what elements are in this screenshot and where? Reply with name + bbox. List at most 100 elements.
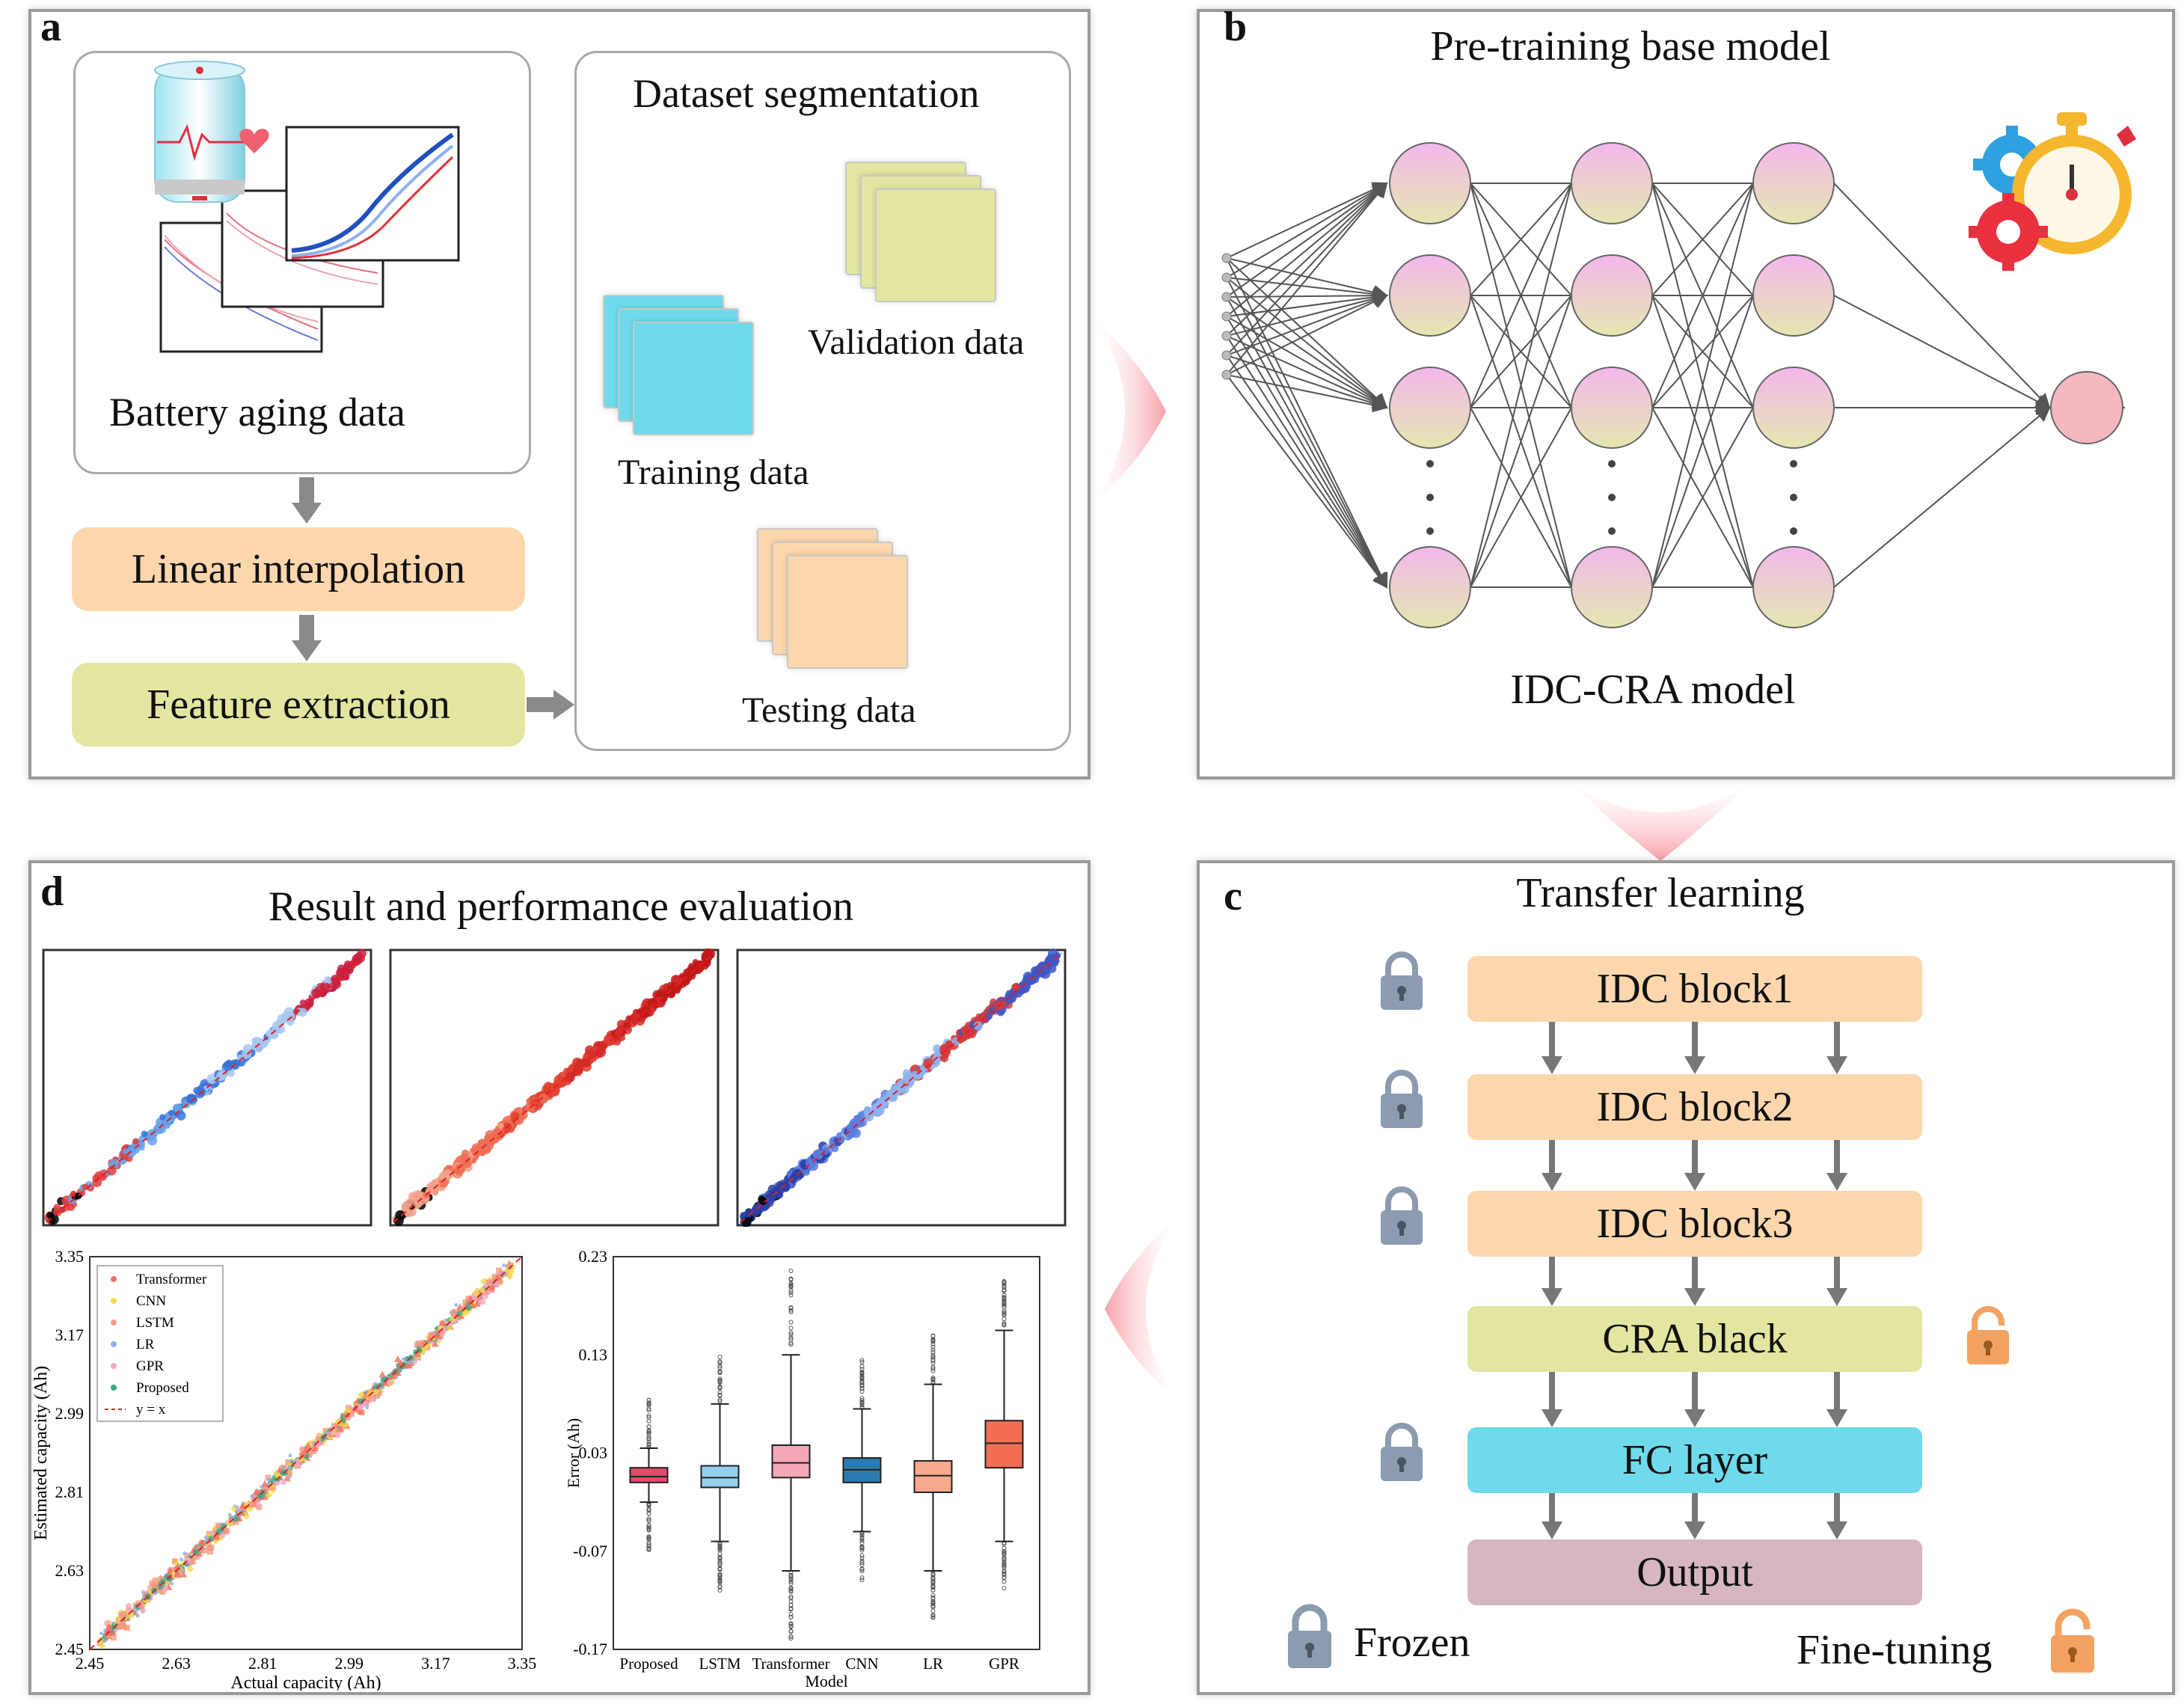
scatter-point-proposed — [358, 1398, 364, 1405]
nn-ellipsis-dot — [1426, 527, 1434, 535]
boxplot-outlier — [788, 1634, 794, 1639]
mini-scatter-point — [461, 1149, 469, 1157]
scatter-point-transformer — [239, 1503, 247, 1510]
scatter-point-gpr — [162, 1586, 168, 1593]
boxplot-outlier — [646, 1511, 651, 1516]
mini-scatter-point — [759, 1197, 767, 1205]
scatter-point-cnn — [472, 1290, 480, 1298]
scatter-point-transformer — [304, 1441, 312, 1449]
boxplot-outlier — [859, 1367, 865, 1372]
transfer-arrow-shaft — [1834, 1140, 1840, 1174]
timer-gear-icon — [1969, 112, 2136, 271]
boxplot-outlier — [930, 1355, 936, 1360]
mini-scatter-point — [438, 1171, 449, 1181]
boxplot-outlier — [788, 1268, 794, 1273]
boxplot-outlier — [859, 1403, 865, 1408]
boxplot-outlier — [1001, 1572, 1007, 1577]
mini-scatter-point — [242, 1049, 252, 1059]
boxplot-outlier — [1001, 1280, 1007, 1285]
mini-scatter-point — [206, 1073, 218, 1085]
nn-output-node — [2050, 371, 2123, 444]
boxplot-outlier — [788, 1288, 794, 1293]
mini-scatter-point — [933, 1051, 941, 1058]
mini-scatter-point — [107, 1165, 117, 1176]
mini-scatter-point — [973, 1021, 983, 1031]
nn-hidden-node — [1752, 142, 1835, 224]
boxplot-outlier — [788, 1342, 794, 1347]
boxplot-outlier — [859, 1364, 865, 1369]
idc-block1: IDC block1 — [1467, 956, 1922, 1022]
mini-scatter-point — [1031, 970, 1038, 977]
scatter-point-transformer — [311, 1444, 319, 1452]
boxplot-outlier — [859, 1538, 865, 1543]
scatter-point-lr — [288, 1453, 292, 1458]
panel-a-label: a — [40, 4, 61, 50]
nn-edge — [1470, 183, 1572, 296]
mini-scatter-point — [355, 951, 364, 960]
scatter-point-cnn — [507, 1268, 515, 1276]
scatter-point-lr — [283, 1466, 287, 1471]
boxplot-outlier — [1001, 1299, 1007, 1305]
mini-scatter-point — [688, 963, 695, 969]
boxplot-x-tick: CNN — [845, 1655, 878, 1673]
arrow-down-1 — [292, 477, 322, 524]
scatter-point-lstm — [491, 1273, 498, 1280]
nn-edge — [1226, 182, 1388, 376]
boxplot-outlier — [788, 1320, 794, 1325]
boxplot-x-tick: GPR — [989, 1655, 1019, 1673]
transfer-arrow-head — [1542, 1409, 1562, 1427]
mini-scatter-point — [975, 1013, 983, 1020]
nn-edge — [1226, 316, 1388, 408]
boxplot-x-tick: LSTM — [699, 1655, 740, 1673]
frozen-legend-lock-icon — [1288, 1604, 1331, 1668]
mini-scatter-point — [744, 1210, 752, 1219]
boxplot-outlier — [930, 1585, 936, 1590]
arrow-a-to-b — [1095, 322, 1166, 501]
boxplot-outlier — [646, 1441, 651, 1447]
mini-scatter-point — [48, 1214, 59, 1225]
linear-interpolation-box: Linear interpolation — [72, 527, 525, 611]
nn-edge — [1226, 182, 1388, 298]
boxplot-outlier — [859, 1536, 865, 1541]
boxplot-outlier — [930, 1593, 936, 1598]
boxplot-outlier — [859, 1397, 865, 1403]
scatter-point-cnn — [480, 1277, 488, 1285]
scatter-point-transformer — [403, 1361, 411, 1369]
boxplot-outlier — [717, 1369, 723, 1374]
mini-scatter-point — [615, 1028, 623, 1036]
mini-scatter-point — [939, 1043, 950, 1055]
nn-hidden-node — [1571, 254, 1653, 337]
boxplot-outlier — [859, 1562, 865, 1567]
boxplot-outlier — [717, 1390, 723, 1395]
boxplot-x-tick: LR — [923, 1655, 943, 1673]
training-data-label: Training data — [618, 453, 809, 492]
mini-scatter-point — [186, 1093, 197, 1104]
boxplot-outlier — [1001, 1311, 1007, 1316]
scatter-point-transformer — [431, 1340, 439, 1347]
scatter-point-lstm — [149, 1580, 156, 1587]
boxplot-outlier — [930, 1361, 936, 1366]
mini-scatter-point — [853, 1115, 864, 1126]
finetune-legend-label: Fine-tuning — [1797, 1627, 1993, 1673]
boxplot-outlier — [717, 1543, 723, 1548]
mini-scatter-point — [280, 1016, 289, 1024]
mini-scatter-point — [768, 1193, 776, 1201]
scatter-point-lstm — [233, 1518, 239, 1525]
boxplot-outlier — [859, 1545, 865, 1550]
nn-edge — [1651, 183, 1754, 296]
scatter-point-cnn — [298, 1455, 306, 1463]
scatter-point-transformer — [283, 1474, 292, 1482]
mini-scatter-point — [923, 1058, 933, 1067]
transfer-arrow-shaft — [1834, 1257, 1840, 1290]
scatter-x-tick: 2.45 — [76, 1654, 105, 1673]
scatter-legend-box — [96, 1265, 224, 1422]
transfer-arrows — [1542, 1022, 1847, 1539]
lock-icon-block1 — [1381, 951, 1423, 1010]
mini-scatter-point — [322, 982, 331, 991]
mini-scatter-point — [153, 1124, 162, 1133]
scatter-point-lstm — [430, 1331, 437, 1338]
boxplot-outlier — [859, 1567, 865, 1572]
mini-scatter-point — [631, 1018, 639, 1026]
nn-edge — [1226, 316, 1388, 589]
scatter-point-lstm — [348, 1410, 355, 1417]
